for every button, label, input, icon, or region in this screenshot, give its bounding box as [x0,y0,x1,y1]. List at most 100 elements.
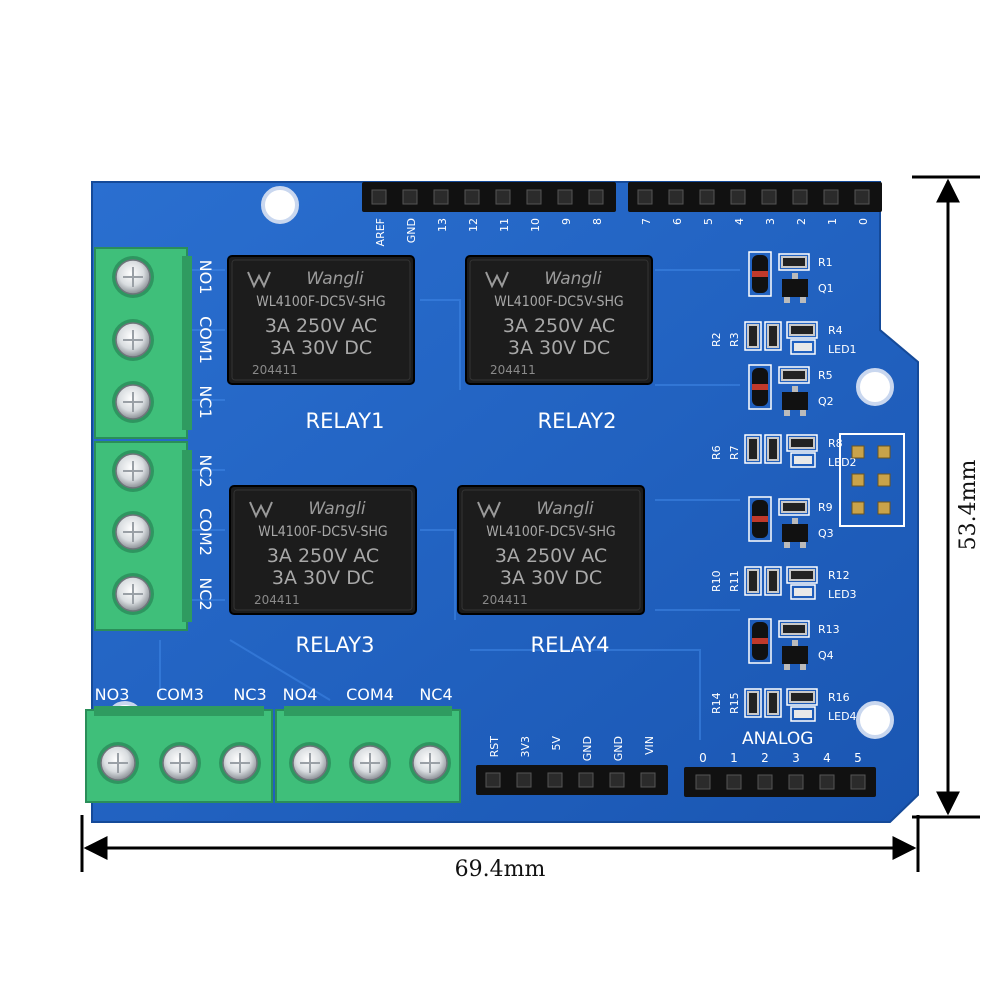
component-label: Q1 [818,282,834,295]
terminal-screw[interactable] [112,319,154,361]
header-pin [609,772,625,788]
terminal-screw[interactable] [112,381,154,423]
header-pin [637,189,653,205]
terminal-screw[interactable] [112,450,154,492]
header-pin [757,774,773,790]
terminal-label: NO3 [95,685,130,704]
smd-resistor [744,321,762,351]
transistor [782,640,808,670]
component-label: R2 [710,332,723,347]
transistor [782,518,808,548]
header-pin [516,772,532,788]
component-label: R9 [818,501,833,514]
header-pin-label: VIN [643,736,656,755]
header-pin-label: 6 [671,218,684,225]
width-dimension [80,815,920,872]
terminal-screw[interactable] [289,742,331,784]
relay-label: RELAY3 [296,633,375,657]
header-pin-label: 9 [560,218,573,225]
terminal-label: NO1 [196,260,215,295]
header-pin-label: 8 [591,218,604,225]
component-label: R14 [710,692,723,714]
relay-brand: Wangli [536,499,594,519]
header-pin [699,189,715,205]
component-label: R16 [828,691,850,704]
header-pin [371,189,387,205]
terminal-label: NC2 [196,454,215,487]
smd-resistor [778,366,810,384]
smd-resistor [764,321,782,351]
header-pin [526,189,542,205]
smd-resistor [764,566,782,596]
component-label: Q3 [818,527,834,540]
component-label: R12 [828,569,850,582]
header-pin [402,189,418,205]
terminal-screw[interactable] [97,742,139,784]
component-label: LED2 [828,456,857,469]
header-pin-label: GND [405,218,418,243]
header-pin-label: 10 [529,218,542,232]
analog-pin-label: 3 [792,751,800,765]
smd-resistor [744,566,762,596]
terminal-label: NC2 [196,577,215,610]
analog-label: ANALOG [742,729,813,749]
relay-rating-ac: 3A 250V AC [267,545,379,567]
header-pin-label: 2 [795,218,808,225]
component-label: R3 [728,332,741,347]
smd-resistor [778,620,810,638]
component-label: Q4 [818,649,834,662]
relay-code: 204411 [490,363,536,377]
relay-rating-dc: 3A 30V DC [272,567,374,589]
terminal-screw[interactable] [112,573,154,615]
relay-model: WL4100F-DC5V-SHG [494,294,623,310]
relay-rating-ac: 3A 250V AC [503,315,615,337]
analog-pin-label: 1 [730,751,738,765]
relay-rating-dc: 3A 30V DC [270,337,372,359]
diode [748,251,772,297]
smd-resistor [764,434,782,464]
smd-led [790,452,816,468]
smd-resistor [778,253,810,271]
header-pin [433,189,449,205]
top-header-right [628,182,882,212]
terminal-label: NO4 [283,685,318,704]
width-dimension-label: 69.4mm [455,857,546,882]
terminal-screw[interactable] [349,742,391,784]
header-pin [464,189,480,205]
terminal-screw[interactable] [112,511,154,553]
component-label: R6 [710,445,723,460]
relay-code: 204411 [254,593,300,607]
terminal-screw[interactable] [112,256,154,298]
smd-resistor [786,566,818,584]
header-pin-label: 12 [467,218,480,232]
terminal-label: COM2 [196,508,215,556]
terminal-label: NC4 [419,685,452,704]
component-label: Q2 [818,395,834,408]
relay-rating-dc: 3A 30V DC [500,567,602,589]
relay-rating-ac: 3A 250V AC [265,315,377,337]
header-pin-label: 3 [764,218,777,225]
header-pin [854,189,870,205]
wangli-logo-icon [249,501,273,519]
smd-led [790,584,816,600]
terminal-screw[interactable] [159,742,201,784]
terminal-screw[interactable] [409,742,451,784]
terminal-label: COM3 [156,685,204,704]
icsp-header [839,433,905,527]
header-pin [726,774,742,790]
relay-brand: Wangli [544,269,602,289]
relay-code: 204411 [482,593,528,607]
terminal-screw[interactable] [219,742,261,784]
header-pin-label: 11 [498,218,511,232]
header-pin [850,774,866,790]
top-header-left [362,182,616,212]
wangli-logo-icon [477,501,501,519]
smd-resistor [778,498,810,516]
analog-header [684,767,876,797]
analog-pin-label: 0 [699,751,707,765]
header-pin [730,189,746,205]
